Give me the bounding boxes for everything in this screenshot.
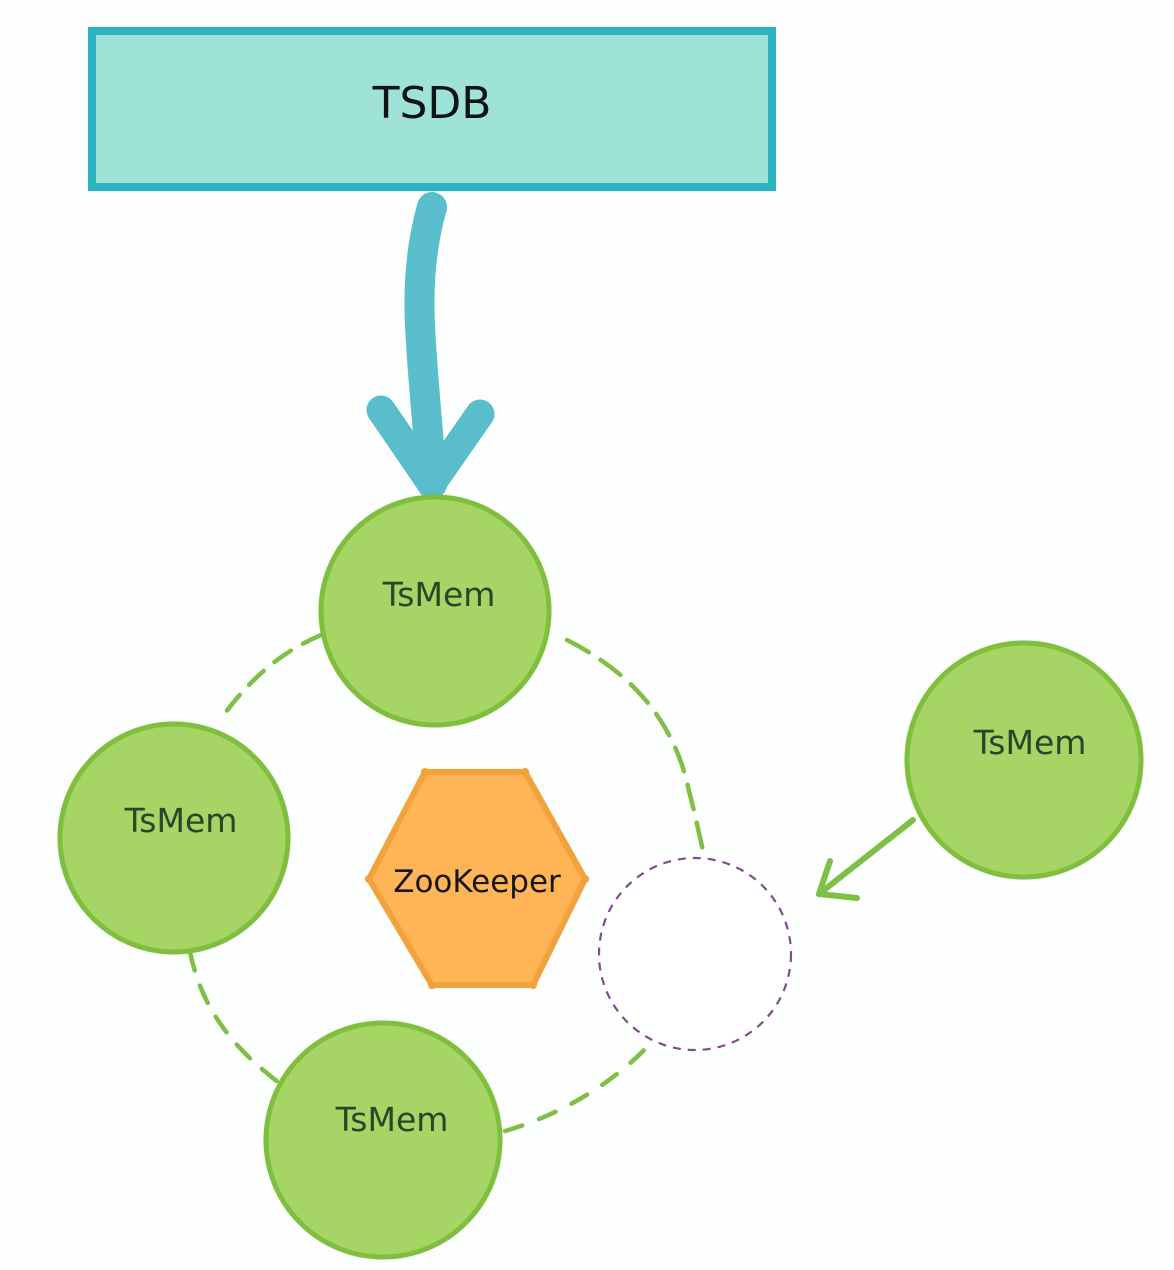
new-node-arrow <box>816 817 916 901</box>
arrow-shaft <box>404 192 447 499</box>
ring-segment-left-bottom <box>187 949 281 1085</box>
ring-segment-top-left <box>219 632 324 720</box>
zookeeper-label: ZooKeeper <box>393 864 561 900</box>
zookeeper-corner-handle <box>529 981 537 989</box>
tsmem-node-new-label: TsMem <box>973 723 1087 762</box>
zookeeper-corner-handle <box>581 875 589 883</box>
tsmem-node-bottom-circle <box>263 1020 503 1260</box>
cluster-ring <box>187 632 707 1134</box>
empty-node-slot <box>597 856 793 1052</box>
tsdb-corner-handle <box>768 183 776 191</box>
tsdb-to-tsmem-arrow <box>366 192 495 499</box>
zookeeper-corner-handle <box>521 768 529 776</box>
arrow-head-left <box>366 395 446 498</box>
tsdb-rectangle <box>88 27 776 191</box>
tsmem-node-left: TsMem <box>57 721 291 955</box>
tsdb-label: TSDB <box>372 78 492 129</box>
tsdb-corner-handle <box>768 27 776 35</box>
new-node-arrow-shaft <box>816 817 916 897</box>
tsmem-node-left-label: TsMem <box>124 801 238 840</box>
tsmem-node-left-circle <box>57 721 291 955</box>
new-node-arrow-head-top <box>816 858 833 897</box>
tsmem-node-bottom-label: TsMem <box>335 1100 449 1139</box>
arrow-head-right <box>417 399 495 498</box>
zookeeper-corner-handle <box>421 768 429 776</box>
tsmem-node-top: TsMem <box>318 494 552 728</box>
zookeeper-node: ZooKeeper <box>365 768 589 989</box>
tsmem-node-top-circle <box>318 494 552 728</box>
zookeeper-corner-handle <box>365 875 373 883</box>
tsmem-node-new-circle <box>904 640 1144 880</box>
empty-slot-circle <box>597 856 793 1052</box>
tsmem-node-top-label: TsMem <box>382 575 496 614</box>
tsdb-corner-handle <box>88 27 96 35</box>
zookeeper-corner-handle <box>428 981 436 989</box>
new-node-arrow-head-bottom <box>816 891 860 901</box>
ring-segment-bottom-right <box>502 1045 649 1134</box>
tsmem-node-new: TsMem <box>904 640 1144 880</box>
tsdb-corner-handle <box>88 183 96 191</box>
tsmem-node-bottom: TsMem <box>263 1020 503 1260</box>
tsdb-box: TSDB <box>88 27 776 191</box>
ring-segment-top-right <box>564 637 707 858</box>
